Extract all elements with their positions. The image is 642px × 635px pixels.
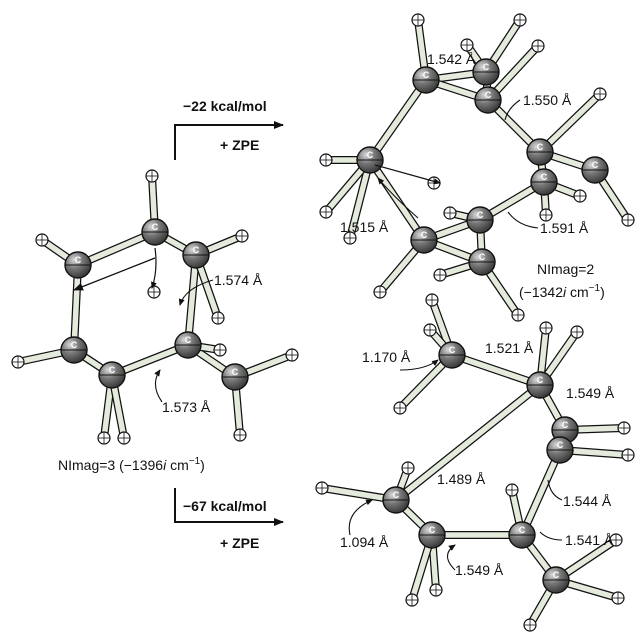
- carbon-atom-symbol: C: [75, 255, 82, 265]
- top-product-structure: C C C C C C C C C C 1.542 Å 1.550 Å 1.515 Å 1.591…: [319, 13, 635, 322]
- bond-label-1550: 1.550 Å: [523, 92, 572, 108]
- vector-arrow-top: [374, 164, 441, 185]
- carbon-atom-symbol: C: [477, 210, 484, 220]
- bond-label-1573: 1.573 Å: [162, 399, 211, 415]
- zpe-label-bottom: + ZPE: [220, 535, 259, 551]
- left-structure: C C C C C C C 1.574 Å 1.573 Å NImag=3 (−1396i …: [11, 169, 299, 473]
- bond-label-1549a: 1.549 Å: [566, 385, 615, 401]
- nimag-left: NImag=3 (−1396i cm−1): [58, 456, 205, 473]
- leader-1591: [507, 211, 539, 229]
- top-reaction-arrow: −22 kcal/mol + ZPE: [174, 98, 284, 160]
- bond-label-1542: 1.542 Å: [427, 51, 476, 67]
- nimag-top-line2: (−1342i cm−1): [519, 283, 605, 300]
- carbon-atom-symbol: C: [479, 252, 486, 262]
- zpe-label-top: + ZPE: [220, 137, 259, 153]
- leader-1541: [539, 531, 563, 541]
- carbon-atom-symbol: C: [423, 70, 430, 80]
- carbon-atom-symbol: C: [557, 440, 564, 450]
- carbon-atom-symbol: C: [393, 490, 400, 500]
- carbon-atom-symbol: C: [421, 230, 428, 240]
- bond-label-1521: 1.521 Å: [485, 340, 534, 356]
- leader-1094: [348, 499, 373, 536]
- carbon-atom-symbol: C: [483, 62, 490, 72]
- nimag-top-line1: NImag=2: [537, 261, 594, 277]
- carbon-atom-symbol: C: [109, 365, 116, 375]
- bond-fill: [75, 229, 158, 268]
- bond-fill: [185, 252, 199, 348]
- energy-label-top: −22 kcal/mol: [183, 98, 267, 114]
- carbon-atom-symbol: C: [537, 142, 544, 152]
- leader-1515: [377, 177, 419, 219]
- bond-label-1591: 1.591 Å: [540, 220, 589, 236]
- carbon-atom-symbol: C: [485, 90, 492, 100]
- carbon-atom-symbol: C: [553, 570, 560, 580]
- leader-1574: [178, 279, 214, 306]
- leader-1544: [547, 479, 563, 501]
- carbon-atom-symbol: C: [185, 335, 192, 345]
- bond-label-1489: 1.489 Å: [437, 471, 486, 487]
- bond-fill: [449, 352, 543, 388]
- carbon-atom-symbol: C: [367, 150, 374, 160]
- bond-label-1094: 1.094 Å: [340, 534, 389, 550]
- left-bonds: [14, 172, 296, 442]
- leader-1573: [154, 369, 163, 403]
- carbon-atom-symbol: C: [429, 525, 436, 535]
- vector-arrow-h-down: [151, 247, 157, 289]
- carbon-atom-symbol: C: [193, 245, 200, 255]
- carbon-atom-symbol: C: [537, 375, 544, 385]
- bond-label-1541: 1.541 Å: [565, 532, 614, 548]
- carbon-atom-symbol: C: [562, 420, 569, 430]
- bond-fill: [519, 447, 563, 538]
- carbon-atom-symbol: C: [152, 222, 159, 232]
- bond-label-1515: 1.515 Å: [340, 219, 389, 235]
- left-atoms: C C C C C C C: [11, 169, 299, 445]
- leader-1170: [399, 359, 439, 371]
- bond-fill: [367, 77, 429, 163]
- carbon-atom-symbol: C: [449, 345, 456, 355]
- bottom-reaction-arrow: −67 kcal/mol + ZPE: [174, 488, 284, 551]
- carbon-atom-symbol: C: [232, 367, 239, 377]
- carbon-atom-symbol: C: [592, 160, 599, 170]
- carbon-atom-symbol: C: [71, 340, 78, 350]
- bond-fill: [537, 91, 603, 155]
- energy-label-bottom: −67 kcal/mol: [183, 498, 267, 514]
- bond-label-1544: 1.544 Å: [563, 493, 612, 509]
- bond-fill: [71, 262, 81, 353]
- bond-label-1170: 1.170 Å: [362, 349, 411, 365]
- carbon-atom-symbol: C: [541, 172, 548, 182]
- bond-label-1549b: 1.549 Å: [455, 562, 504, 578]
- leader-1550: [504, 99, 521, 121]
- bond-fill: [367, 157, 427, 243]
- bond-label-1574: 1.574 Å: [214, 272, 263, 288]
- carbon-atom-symbol: C: [519, 525, 526, 535]
- bond-fill: [393, 382, 543, 503]
- vector-arrow-h-migration: [73, 257, 156, 291]
- leader-1549b: [446, 544, 456, 571]
